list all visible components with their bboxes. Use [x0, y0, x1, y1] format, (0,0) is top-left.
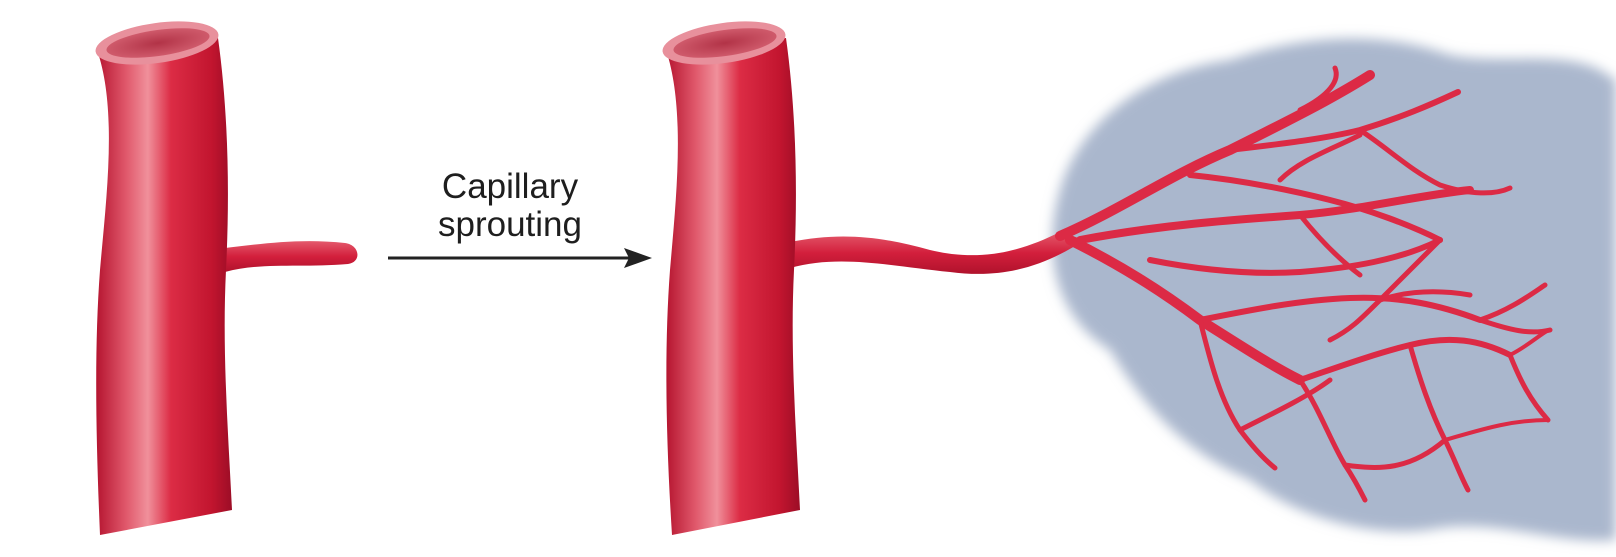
right-sprout [790, 232, 1085, 274]
right-vessel [660, 15, 1085, 535]
capillary-sprouting-arrow: Capillary sprouting [388, 167, 652, 268]
left-vessel [93, 15, 358, 535]
left-sprout [225, 241, 357, 272]
arrow-label-line1: Capillary [442, 167, 579, 206]
arrow-label-line2: sprouting [438, 205, 582, 244]
right-vessel-body [666, 38, 800, 535]
tissue-region [1052, 39, 1616, 541]
left-vessel-body [96, 38, 232, 535]
